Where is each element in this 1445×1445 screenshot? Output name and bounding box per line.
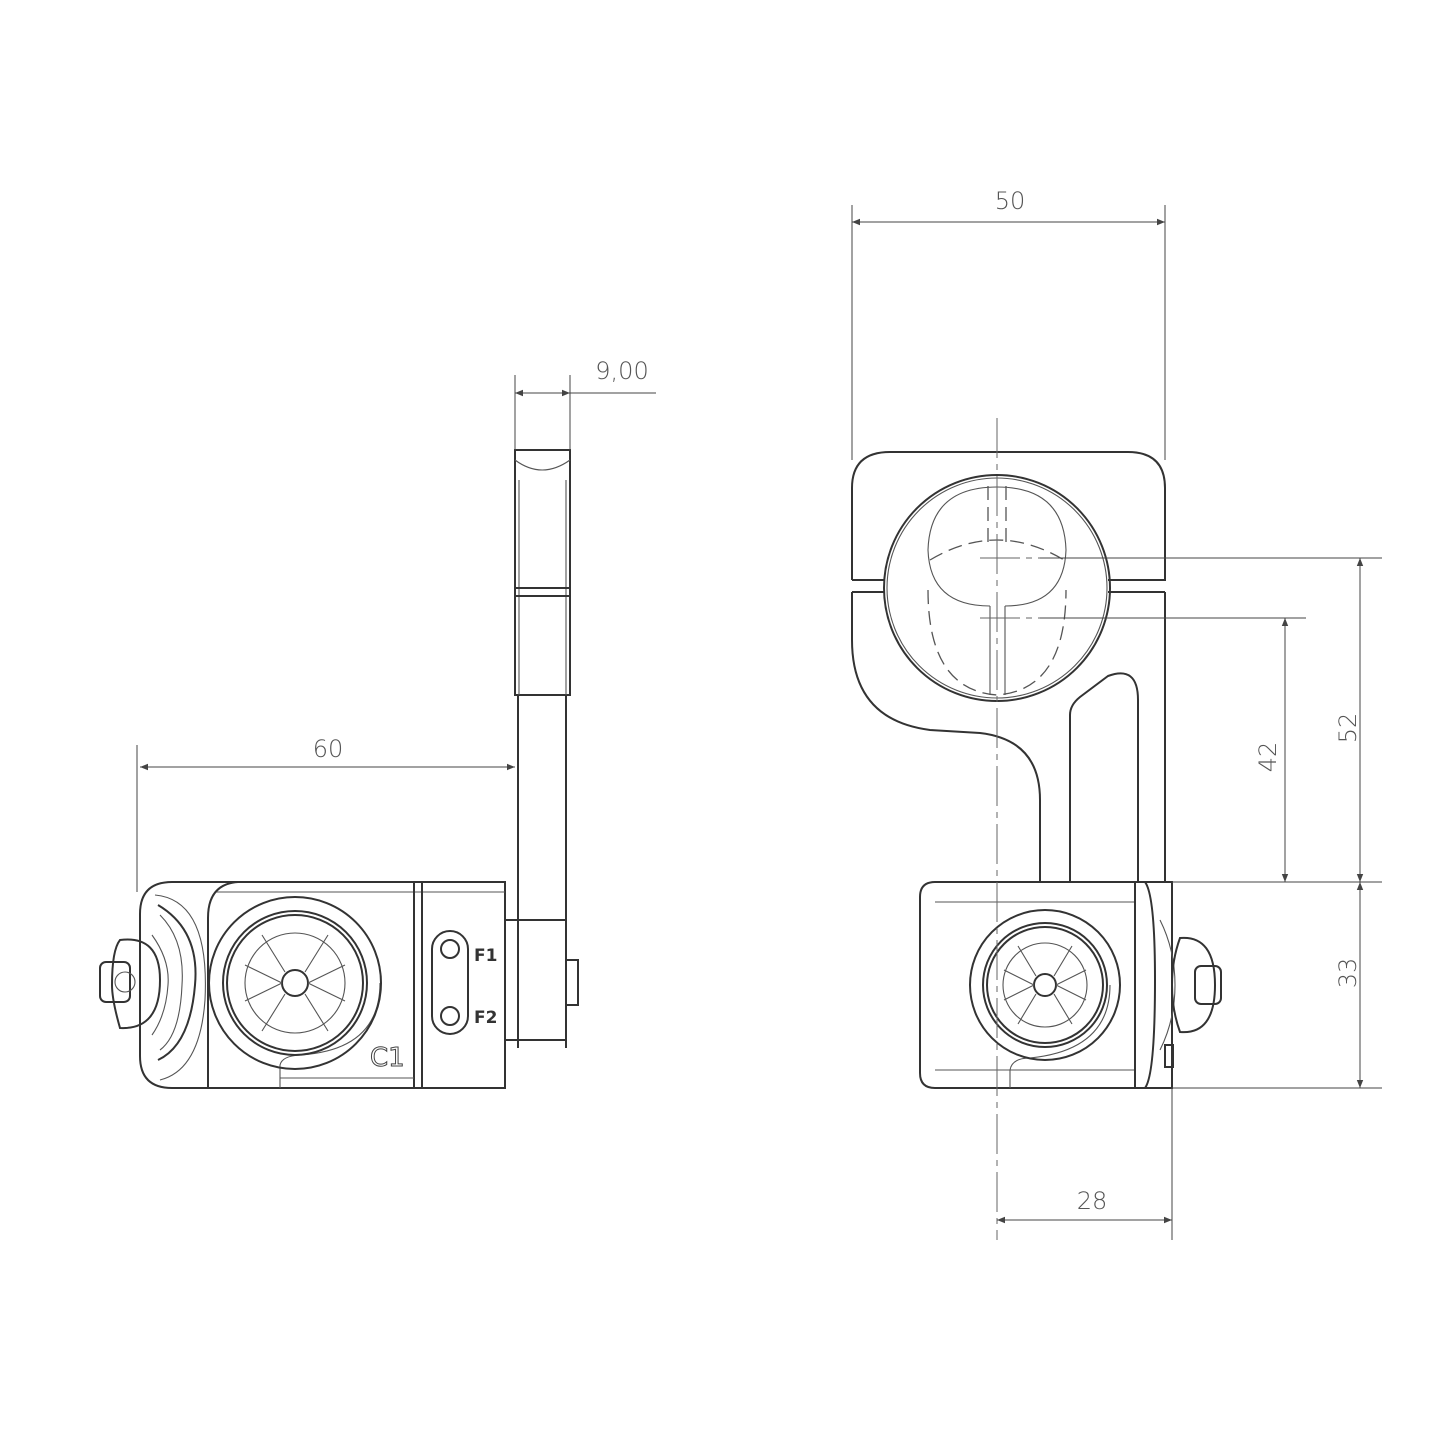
f1-hole (440, 939, 460, 959)
front-view: 50 52 42 33 28 (851, 187, 1382, 1240)
dimension-33: 33 (1334, 882, 1364, 1088)
fuse-slot: F1 F2 (431, 930, 497, 1035)
dim-52-label: 52 (1334, 713, 1362, 744)
side-screw (99, 904, 197, 1061)
side-view: F1 F2 C1 60 9,00 (99, 357, 656, 1089)
f2-label: F2 (474, 1008, 497, 1028)
dim-50-label: 50 (995, 187, 1026, 215)
c1-marking: C1 (370, 1043, 405, 1073)
dimension-28: 28 (997, 1088, 1173, 1240)
dim-9-label: 9,00 (595, 357, 648, 385)
side-knob (208, 896, 382, 1070)
dim-28-label: 28 (1077, 1187, 1108, 1215)
clamp (851, 451, 1166, 882)
dimension-42: 42 (1254, 618, 1289, 882)
front-knob (969, 909, 1121, 1061)
f2-hole (440, 1006, 460, 1026)
dimension-50: 50 (851, 187, 1166, 460)
dimension-9: 9,00 (514, 357, 656, 450)
side-body (139, 881, 506, 1089)
f1-label: F1 (474, 946, 497, 966)
dimension-60: 60 (136, 735, 515, 892)
front-body (919, 881, 1174, 1089)
front-screw (1159, 919, 1222, 1051)
dim-33-label: 33 (1334, 958, 1362, 989)
dimension-52: 52 (1334, 558, 1364, 882)
dim-60-label: 60 (313, 735, 344, 763)
dim-42-label: 42 (1254, 742, 1282, 773)
vertical-arm (504, 449, 579, 1048)
